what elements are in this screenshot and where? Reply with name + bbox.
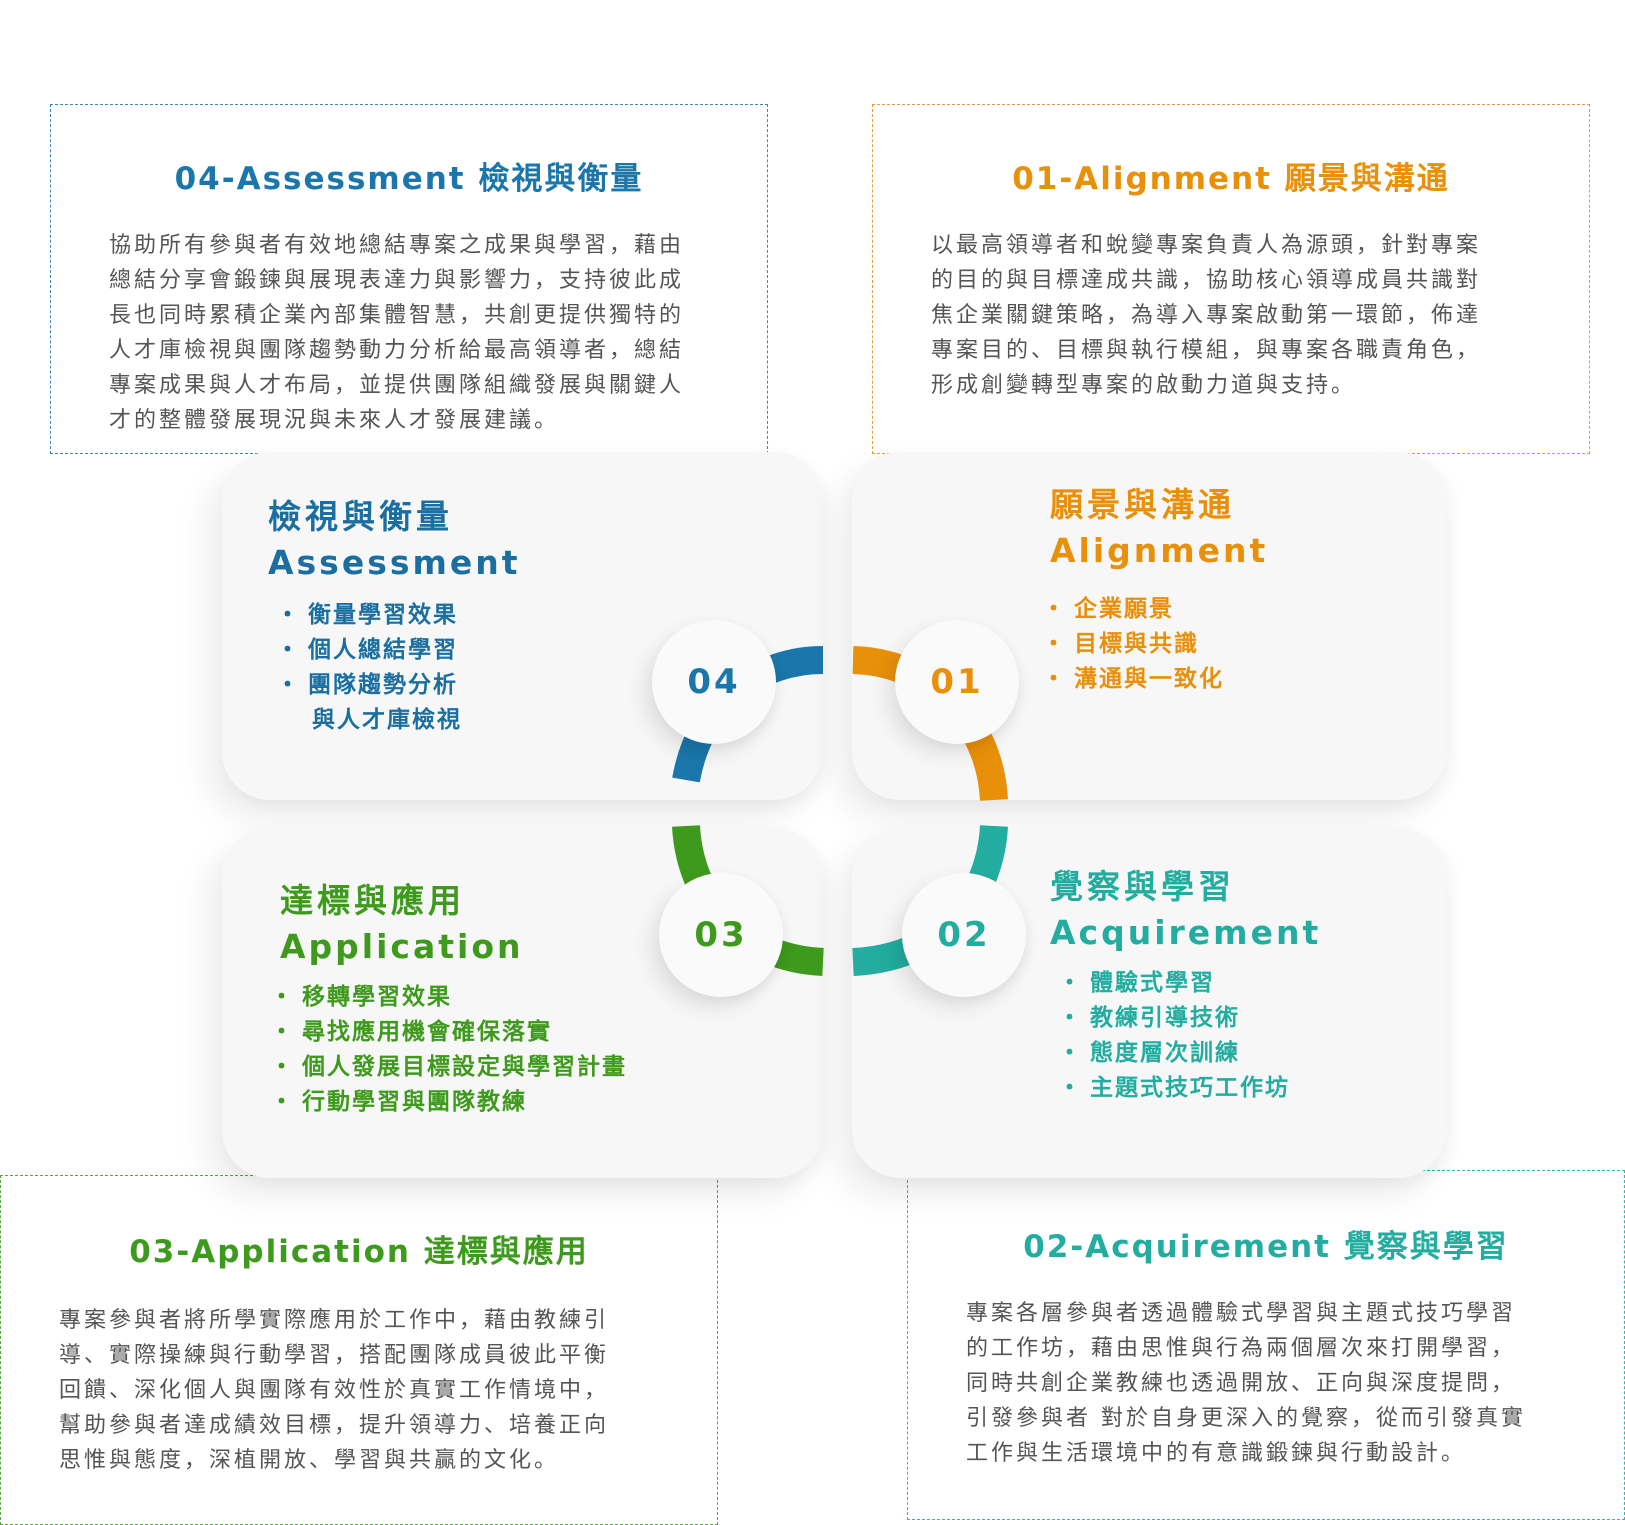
- acquirement-line: 專案各層參與者透過體驗式學習與主題式技巧學習: [966, 1301, 1517, 1326]
- assessment-line: 協助所有參與者有效地總結專案之成果與學習，藉由: [109, 233, 685, 258]
- assessment-box-title: 04-Assessment 檢視與衡量: [174, 161, 644, 197]
- step-number-02: 02: [902, 873, 1026, 997]
- assessment-box-text: 協助所有參與者有效地總結專案之成果與學習，藉由 總結分享會鍛鍊與展現表達力與影響…: [109, 228, 709, 438]
- assessment-line: 才的整體發展現況與未來人才發展建議。: [109, 408, 560, 433]
- acquirement-card-title: 覺察與學習: [1050, 867, 1235, 906]
- acquirement-line: 工作與生活環境中的有意識鍛鍊與行動設計。: [966, 1441, 1467, 1466]
- application-card-list: 移轉學習效果 尋找應用機會確保落實 個人發展目標設定與學習計畫 行動學習與團隊教…: [270, 980, 627, 1120]
- application-card-item: 尋找應用機會確保落實: [270, 1015, 627, 1050]
- alignment-line: 以最高領導者和蛻變專案負責人為源頭，針對專案: [931, 233, 1482, 258]
- alignment-line: 專案目的、目標與執行模組，與專案各職責角色，: [931, 338, 1482, 363]
- acquirement-card-item: 態度層次訓練: [1058, 1036, 1290, 1071]
- application-box-text: 專案參與者將所學實際應用於工作中，藉由教練引 導、實際操練與行動學習，搭配團隊成…: [59, 1303, 659, 1478]
- assessment-description-box: 04-Assessment 檢視與衡量 協助所有參與者有效地總結專案之成果與學習…: [50, 104, 768, 454]
- acquirement-line: 引發參與者 對於自身更深入的覺察，從而引發真實: [966, 1406, 1526, 1431]
- alignment-card-subtitle: Alignment: [1050, 531, 1269, 570]
- alignment-card-item: 企業願景: [1042, 592, 1224, 627]
- assessment-card-title: 檢視與衡量: [268, 497, 453, 536]
- application-card-subtitle: Application: [280, 927, 524, 966]
- acquirement-card-item: 體驗式學習: [1058, 966, 1290, 1001]
- alignment-box-text: 以最高領導者和蛻變專案負責人為源頭，針對專案 的目的與目標達成共識，協助核心領導…: [931, 228, 1531, 403]
- application-card-item: 行動學習與團隊教練: [270, 1085, 627, 1120]
- alignment-box-title: 01-Alignment 願景與溝通: [1012, 161, 1450, 197]
- application-line: 回饋、深化個人與團隊有效性於真實工作情境中，: [59, 1378, 610, 1403]
- alignment-description-box: 01-Alignment 願景與溝通 以最高領導者和蛻變專案負責人為源頭，針對專…: [872, 104, 1590, 454]
- application-line: 幫助參與者達成績效目標，提升領導力、培養正向: [59, 1413, 610, 1438]
- acquirement-card-subtitle: Acquirement: [1050, 913, 1322, 952]
- application-box-title: 03-Application 達標與應用: [129, 1234, 589, 1270]
- acquirement-card-list: 體驗式學習 教練引導技術 態度層次訓練 主題式技巧工作坊: [1058, 966, 1290, 1106]
- acquirement-box-text: 專案各層參與者透過體驗式學習與主題式技巧學習 的工作坊，藉由思惟與行為兩個層次來…: [966, 1296, 1566, 1471]
- acquirement-line: 同時共創企業教練也透過開放、正向與深度提問，: [966, 1371, 1517, 1396]
- application-card-title: 達標與應用: [280, 881, 465, 920]
- assessment-card-item: 衡量學習效果: [276, 598, 462, 633]
- acquirement-box-title: 02-Acquirement 覺察與學習: [1023, 1229, 1509, 1265]
- application-line: 專案參與者將所學實際應用於工作中，藉由教練引: [59, 1308, 610, 1333]
- application-card-item: 移轉學習效果: [270, 980, 627, 1015]
- assessment-line: 總結分享會鍛鍊與展現表達力與影響力，支持彼此成: [109, 268, 685, 293]
- assessment-line: 專案成果與人才布局，並提供團隊組織發展與關鍵人: [109, 373, 685, 398]
- assessment-card-list: 衡量學習效果 個人總結學習 團隊趨勢分析 與人才庫檢視: [276, 598, 462, 738]
- assessment-card-item: 團隊趨勢分析: [276, 668, 462, 703]
- application-line: 導、實際操練與行動學習，搭配團隊成員彼此平衡: [59, 1343, 610, 1368]
- alignment-line: 焦企業關鍵策略，為導入專案啟動第一環節，佈達: [931, 303, 1482, 328]
- acquirement-line: 的工作坊，藉由思惟與行為兩個層次來打開學習，: [966, 1336, 1517, 1361]
- application-card-item: 個人發展目標設定與學習計畫: [270, 1050, 627, 1085]
- alignment-line: 形成創變轉型專案的啟動力道與支持。: [931, 373, 1357, 398]
- alignment-card-list: 企業願景 目標與共識 溝通與一致化: [1042, 592, 1224, 697]
- assessment-card-item: 個人總結學習: [276, 633, 462, 668]
- acquirement-card-item: 教練引導技術: [1058, 1001, 1290, 1036]
- alignment-card-item: 目標與共識: [1042, 627, 1224, 662]
- alignment-line: 的目的與目標達成共識，協助核心領導成員共識對: [931, 268, 1482, 293]
- assessment-card-subtitle: Assessment: [268, 543, 521, 582]
- assessment-line: 長也同時累積企業內部集體智慧，共創更提供獨特的: [109, 303, 685, 328]
- application-line: 思惟與態度，深植開放、學習與共贏的文化。: [59, 1448, 560, 1473]
- application-description-box: 03-Application 達標與應用 專案參與者將所學實際應用於工作中，藉由…: [0, 1175, 718, 1525]
- acquirement-card-item: 主題式技巧工作坊: [1058, 1071, 1290, 1106]
- assessment-card-item: 與人才庫檢視: [312, 707, 462, 733]
- assessment-line: 人才庫檢視與團隊趨勢動力分析給最高領導者，總結: [109, 338, 685, 363]
- step-number-03: 03: [659, 873, 783, 997]
- step-number-01: 01: [895, 620, 1019, 744]
- alignment-card-title: 願景與溝通: [1050, 485, 1235, 524]
- step-number-04: 04: [652, 620, 776, 744]
- alignment-card-item: 溝通與一致化: [1042, 662, 1224, 697]
- acquirement-description-box: 02-Acquirement 覺察與學習 專案各層參與者透過體驗式學習與主題式技…: [907, 1170, 1625, 1520]
